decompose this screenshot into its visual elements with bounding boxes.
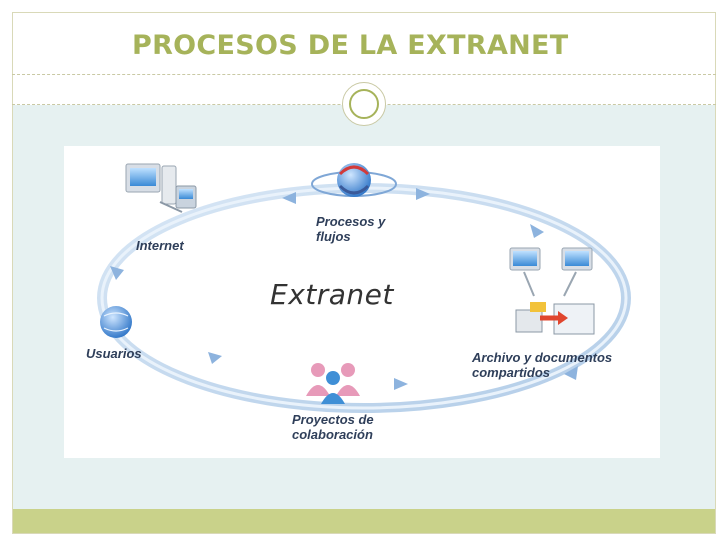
flow-arrow xyxy=(110,266,124,280)
computer-network-icon xyxy=(125,163,197,213)
node-label-procesos-line1: Procesos y xyxy=(316,214,386,229)
flow-arrow xyxy=(394,378,408,390)
node-label-procesos-line2: flujos xyxy=(316,229,351,244)
node-label-archivo-line2: compartidos xyxy=(472,365,551,380)
node-label-internet: Internet xyxy=(136,238,184,253)
globe-cycle-icon xyxy=(311,163,397,197)
footer-bar xyxy=(13,509,715,533)
center-label: Extranet xyxy=(270,278,394,311)
node-label-proyectos-line1: Proyectos de xyxy=(292,412,374,427)
shared-files-icon xyxy=(509,247,595,335)
node-label-proyectos: Proyectos de colaboración xyxy=(292,412,374,442)
node-label-archivo-line1: Archivo y documentos xyxy=(472,350,613,365)
node-label-procesos: Procesos y flujos xyxy=(316,214,385,244)
slide-title: PROCESOS DE LA EXTRANET xyxy=(132,30,569,61)
flow-arrow xyxy=(564,366,578,380)
title-divider-top xyxy=(12,74,716,75)
extranet-diagram: Extranet Internet Procesos y flujos Arch… xyxy=(64,146,660,458)
flow-arrows xyxy=(110,188,578,390)
diagram-canvas xyxy=(97,163,631,413)
flow-arrow xyxy=(282,192,296,204)
node-label-proyectos-line2: colaboración xyxy=(292,427,373,442)
globe-icon xyxy=(100,306,132,338)
flow-arrow xyxy=(416,188,430,200)
flow-arrow xyxy=(208,352,222,364)
decorative-ring-icon xyxy=(342,82,386,126)
node-label-usuarios: Usuarios xyxy=(86,346,142,361)
flow-arrow xyxy=(530,224,544,238)
people-group-icon xyxy=(306,363,360,404)
node-label-archivo: Archivo y documentos compartidos xyxy=(472,350,612,380)
